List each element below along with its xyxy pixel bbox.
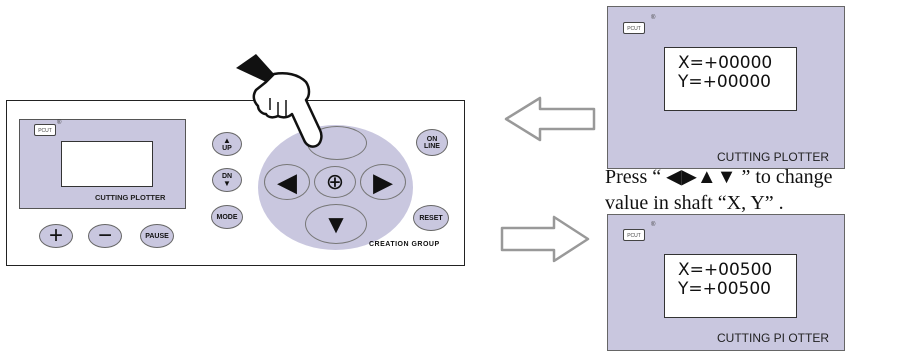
panel-lcd-screen bbox=[61, 141, 153, 187]
display-top-x-value: X=+00000 bbox=[678, 53, 773, 73]
online-button[interactable]: ON LINE bbox=[416, 129, 448, 156]
pad-right-key[interactable]: ▶ bbox=[360, 164, 406, 200]
down-arrow-icon: ▼ bbox=[223, 178, 231, 188]
panel-lcd-label: CUTTING PLOTTER bbox=[95, 193, 166, 202]
display-top-screen: X=+00000 Y=+00000 bbox=[664, 47, 797, 111]
plus-button[interactable]: + bbox=[39, 224, 73, 248]
caption-line-1: Press “ ◀▶▲▼ ” to change bbox=[605, 166, 833, 188]
dn-button[interactable]: DN ▼ bbox=[212, 168, 242, 192]
minus-button[interactable]: − bbox=[88, 224, 122, 248]
arrow-left-icon bbox=[504, 96, 596, 142]
online-button-label-line: LINE bbox=[424, 142, 440, 150]
up-button-label: UP bbox=[222, 144, 232, 152]
display-top-y-value: Y=+00000 bbox=[678, 72, 771, 92]
up-button[interactable]: ▲ UP bbox=[212, 132, 242, 156]
pad-center-key[interactable]: ⊕ bbox=[314, 166, 356, 198]
display-bottom-registered-mark: ® bbox=[651, 222, 656, 228]
brand-label: CREATION GROUP bbox=[369, 241, 440, 248]
display-top-logo: PCUT bbox=[623, 22, 645, 34]
pad-down-key[interactable]: ▼ bbox=[305, 204, 367, 244]
display-bottom-label: CUTTING PI OTTER bbox=[717, 331, 829, 345]
online-button-label-on: ON bbox=[426, 135, 438, 143]
display-top-registered-mark: ® bbox=[651, 15, 656, 21]
display-top-label: CUTTING PLOTTER bbox=[717, 150, 830, 164]
pause-button[interactable]: PAUSE bbox=[140, 224, 174, 248]
pad-left-key[interactable]: ◀ bbox=[264, 164, 310, 200]
reset-button[interactable]: RESET bbox=[413, 205, 449, 231]
display-bottom-screen: X=+00500 Y=+00500 bbox=[664, 254, 797, 318]
pointing-hand-icon bbox=[236, 54, 323, 148]
display-bottom-y-value: Y=+00500 bbox=[678, 279, 771, 299]
pcut-logo: PCUT bbox=[34, 124, 56, 136]
arrow-right-icon bbox=[500, 215, 590, 263]
display-bottom-x-value: X=+00500 bbox=[678, 260, 773, 280]
display-bottom-logo: PCUT bbox=[623, 229, 645, 241]
mode-button[interactable]: MODE bbox=[211, 205, 243, 229]
caption-line-2: value in shaft “X, Y” . bbox=[605, 192, 784, 214]
instruction-caption: Press “ ◀▶▲▼ ” to change value in shaft … bbox=[605, 164, 833, 216]
up-arrow-icon: ▲ bbox=[223, 135, 231, 145]
registered-mark: ® bbox=[57, 120, 62, 126]
dn-button-label: DN bbox=[221, 172, 233, 180]
